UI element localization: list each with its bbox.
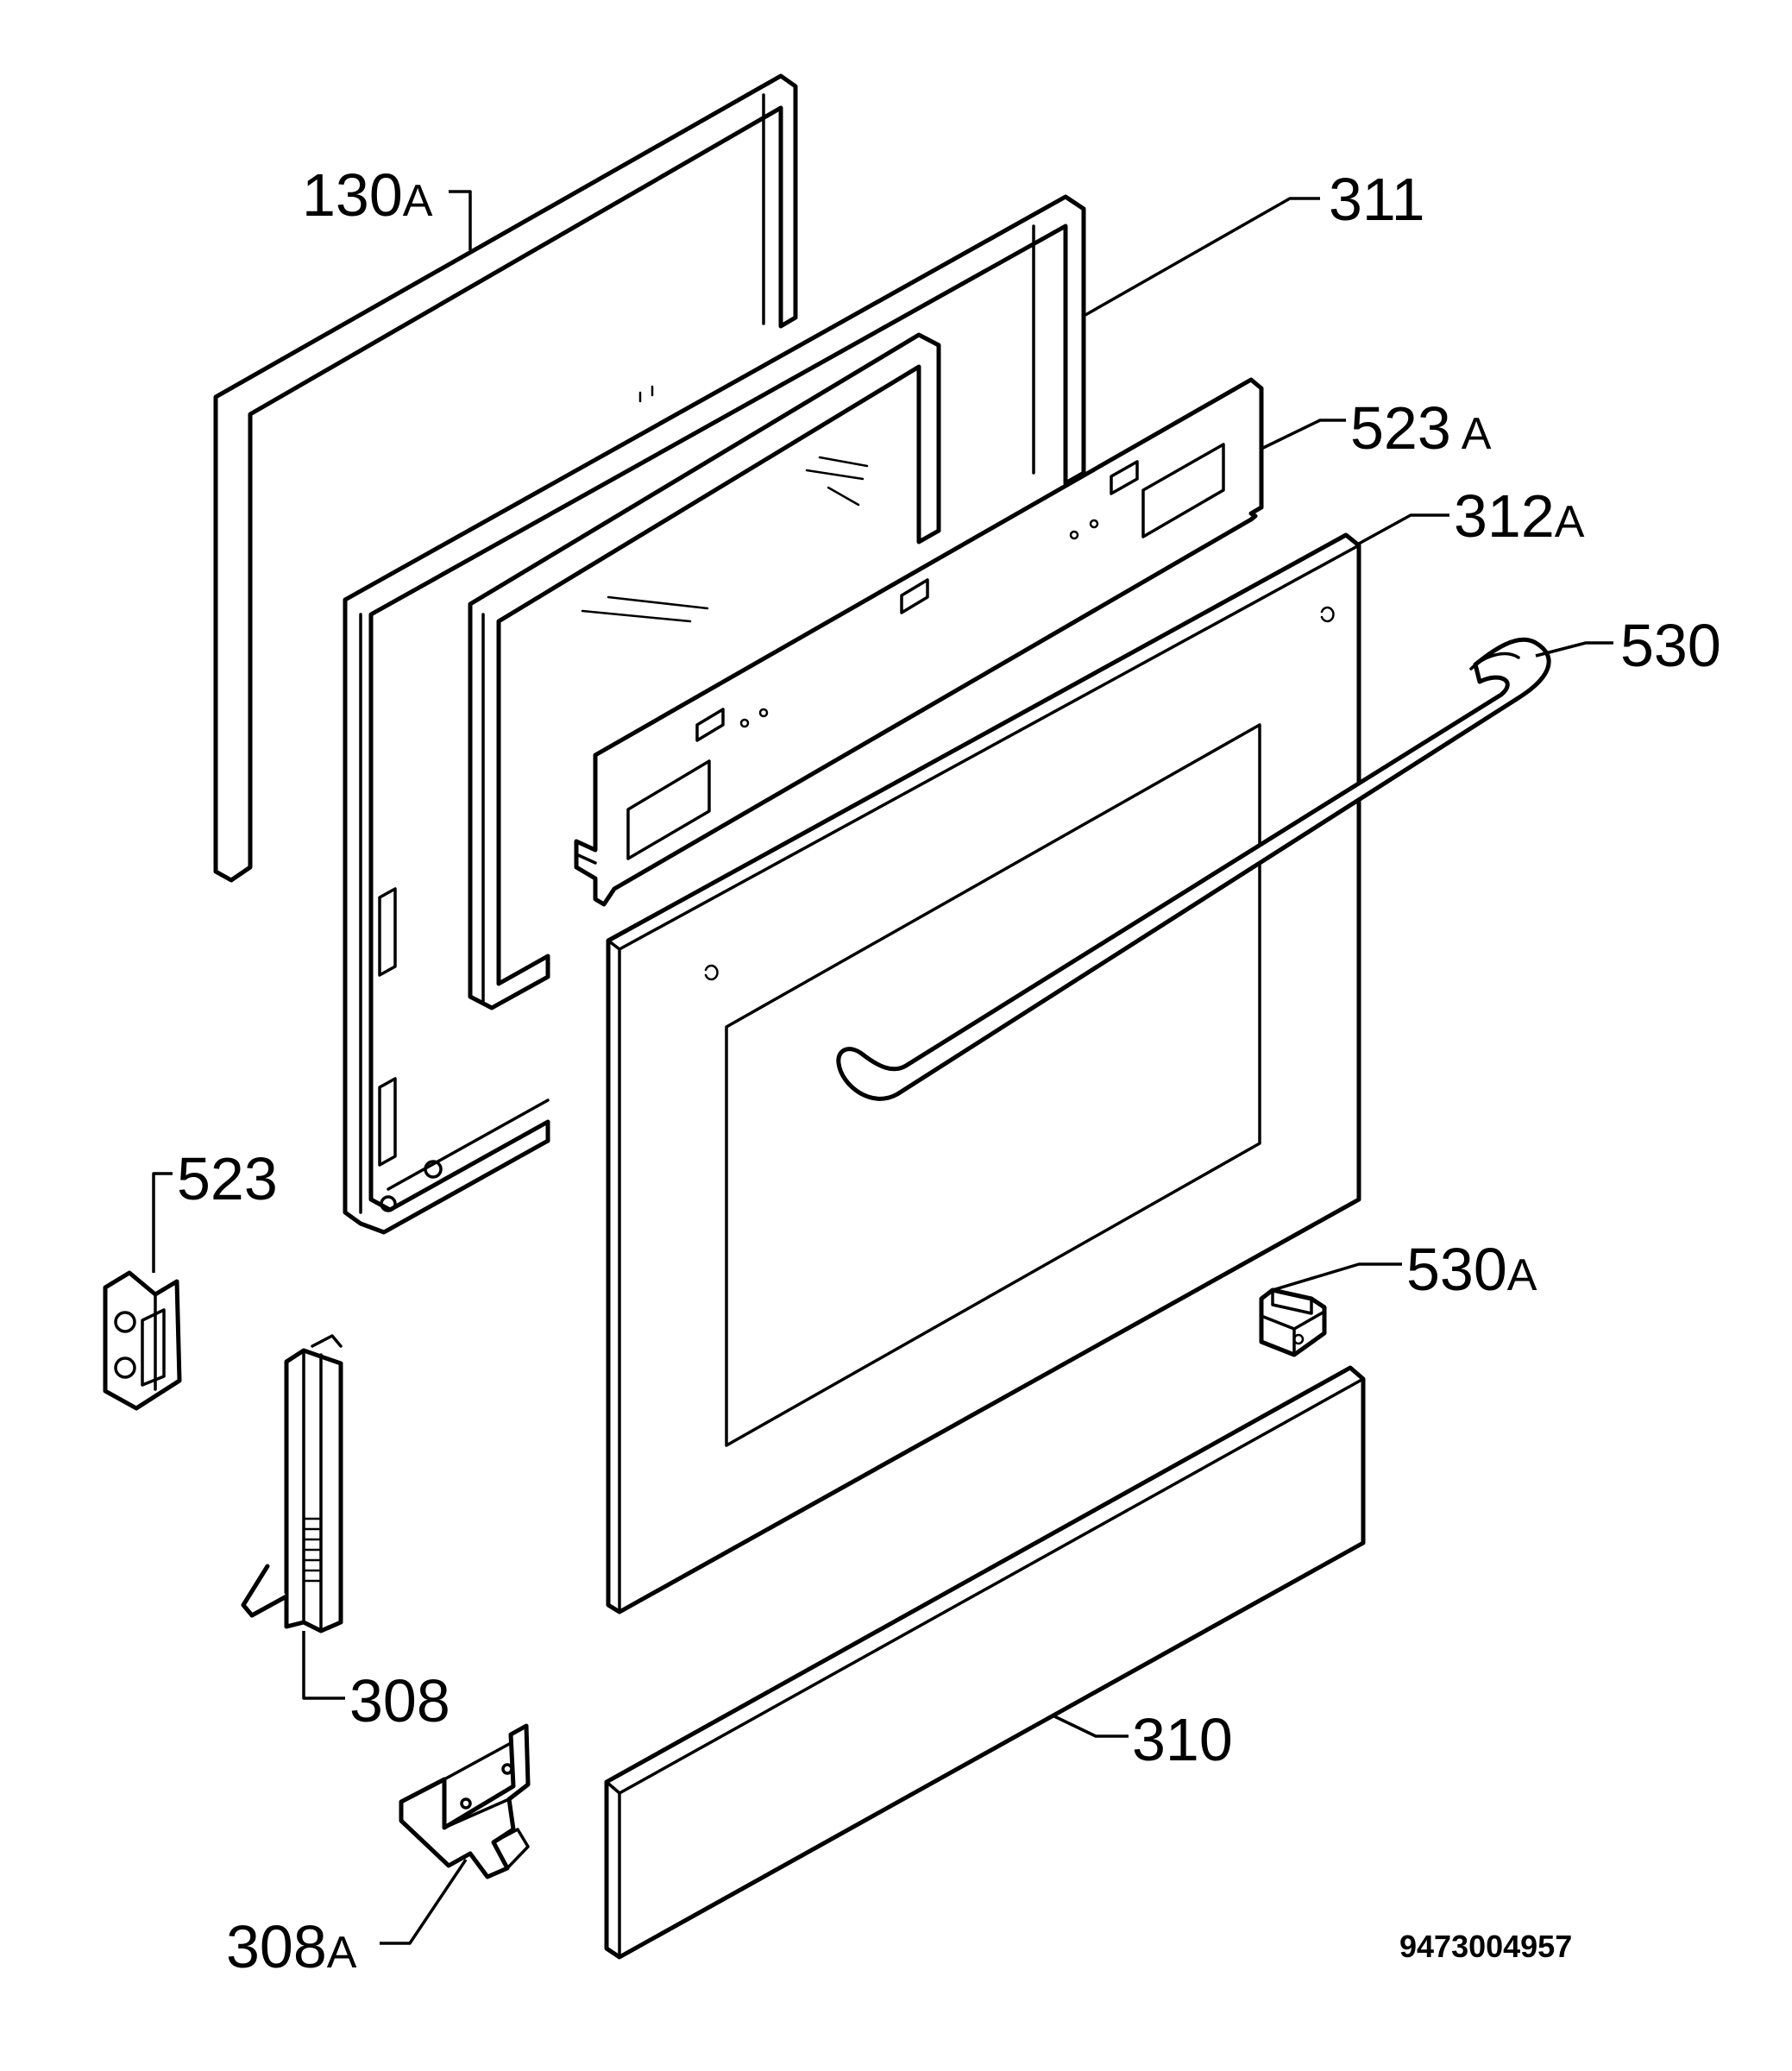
leader-523 bbox=[152, 1172, 173, 1273]
leader-530 bbox=[1535, 641, 1613, 658]
part-523a-bracket-plate bbox=[574, 377, 1264, 907]
part-308-hinge-arm bbox=[241, 1334, 343, 1634]
label-523: 523 bbox=[177, 1145, 278, 1212]
label-530: 530 bbox=[1620, 612, 1721, 679]
leader-530a bbox=[1272, 1262, 1402, 1292]
label-530a: 530A bbox=[1406, 1236, 1537, 1303]
part-523-hinge-block bbox=[103, 1270, 182, 1411]
leader-lines bbox=[152, 190, 1613, 1945]
part-530a-handle-cap bbox=[1259, 1287, 1327, 1357]
leader-311 bbox=[1085, 197, 1320, 317]
label-130a: 130A bbox=[302, 161, 433, 229]
part-312a-outer-door-panel bbox=[606, 532, 1361, 1615]
leader-308a bbox=[380, 1859, 468, 1945]
label-311: 311 bbox=[1329, 166, 1425, 233]
document-number: 9473004957 bbox=[1399, 1929, 1572, 1964]
part-311-inner-door-frame bbox=[343, 194, 1086, 1235]
leader-130a bbox=[449, 190, 472, 250]
label-310: 310 bbox=[1132, 1706, 1233, 1773]
label-308: 308 bbox=[349, 1667, 450, 1734]
leader-312a bbox=[1358, 513, 1449, 545]
part-308a-hinge-bracket bbox=[399, 1723, 531, 1879]
leader-310 bbox=[1052, 1714, 1129, 1738]
part-130a-door-seal bbox=[213, 73, 798, 883]
label-308a: 308A bbox=[226, 1913, 357, 1980]
part-310-bottom-trim bbox=[604, 1365, 1366, 1960]
leader-308 bbox=[302, 1631, 345, 1700]
label-312a: 312A bbox=[1454, 482, 1585, 550]
part-530-door-handle bbox=[836, 637, 1551, 1101]
leader-523a bbox=[1261, 419, 1346, 450]
inner-glass-pane bbox=[468, 332, 941, 1010]
